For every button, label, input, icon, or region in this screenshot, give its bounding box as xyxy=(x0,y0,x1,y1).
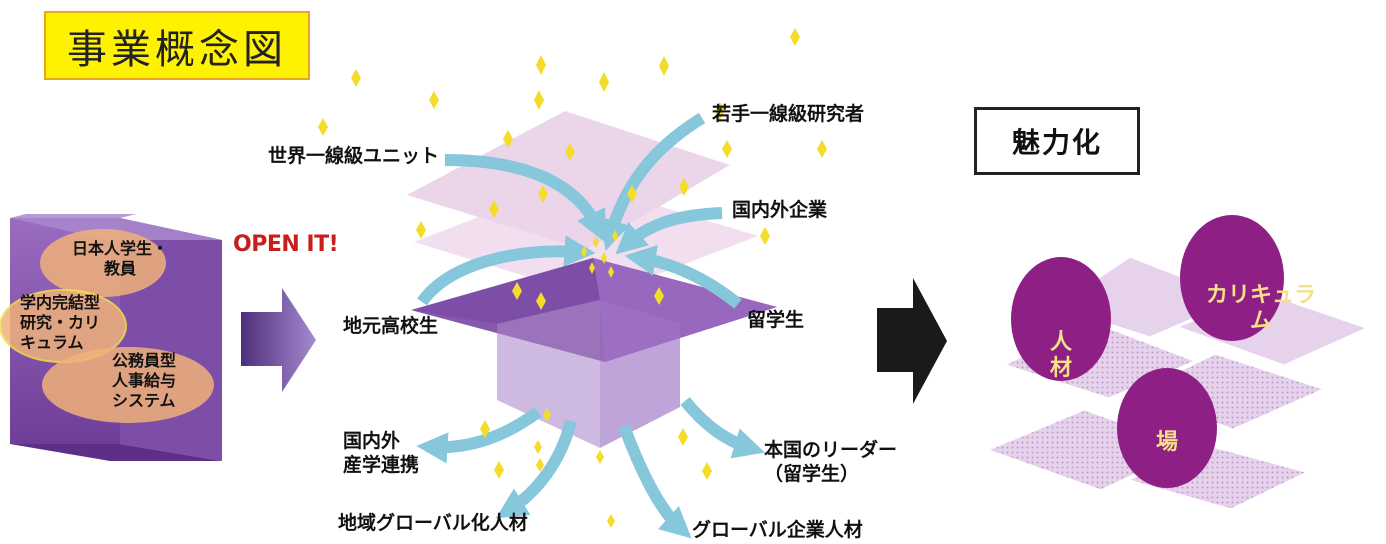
open-it-label: OPEN IT! xyxy=(233,232,339,257)
label-global-company: グローバル企業人材 xyxy=(692,519,863,541)
arrow-companies xyxy=(615,207,723,255)
arrow-industry xyxy=(416,407,542,464)
label-home-leaders-line1: 本国のリーダー xyxy=(764,439,898,461)
cube-label-curriculum-line2: 研究・カリ xyxy=(20,313,101,332)
circle-label-curriculum-line2: ム xyxy=(1250,309,1273,335)
label-local-high-school: 地元高校生 xyxy=(343,315,439,337)
label-industry-academia-line2: 産学連携 xyxy=(343,453,420,476)
sparkles xyxy=(318,28,827,528)
result-tiles xyxy=(981,215,1374,512)
circle-label-curriculum: カリキュラ ム xyxy=(1206,283,1316,336)
arrow-intl-students xyxy=(624,245,742,309)
cube-label-students-line1: 日本人学生・ xyxy=(72,239,169,258)
cube-label-system-line3: システム xyxy=(112,391,176,410)
label-industry-academia: 国内外 産学連携 xyxy=(343,430,419,478)
cube-label-system-line1: 公務員型 xyxy=(112,351,177,370)
circle-talent xyxy=(1011,257,1111,381)
oval-students xyxy=(40,229,166,297)
open-arrow xyxy=(241,288,316,392)
result-title: 魅力化 xyxy=(974,107,1140,175)
cube-label-curriculum-line1: 学内完結型 xyxy=(20,293,101,312)
label-home-leaders: 本国のリーダー （留学生） xyxy=(764,439,897,487)
circle-label-place: 場 xyxy=(1156,430,1179,455)
arrow-leaders xyxy=(680,397,765,459)
cube-label-system: 公務員型 人事給与 システム xyxy=(112,351,176,411)
result-arrow xyxy=(877,278,947,404)
oval-system xyxy=(42,347,214,423)
label-regional-talent: 地域グローバル化人材 xyxy=(338,512,528,534)
label-intl-students: 留学生 xyxy=(747,309,805,331)
arrow-global xyxy=(618,423,692,539)
circle-curriculum xyxy=(1180,215,1284,341)
label-home-leaders-line2: （留学生） xyxy=(764,462,860,485)
cube-label-curriculum-line3: キュラム xyxy=(20,333,84,352)
arrow-regional xyxy=(495,419,577,519)
flow-arrows xyxy=(416,112,765,539)
cube-label-system-line2: 人事給与 xyxy=(112,371,177,390)
cube-label-students: 日本人学生・ 教員 xyxy=(72,239,168,279)
circle-label-talent-line1: 人 xyxy=(1050,330,1073,355)
label-young-researchers: 若手一線級研究者 xyxy=(712,103,865,125)
label-companies: 国内外企業 xyxy=(732,199,828,221)
circle-place xyxy=(1117,368,1217,488)
circle-label-talent: 人 材 xyxy=(1050,330,1072,383)
page-title: 事業概念図 xyxy=(44,11,310,80)
circle-label-curriculum-line1: カリキュラ xyxy=(1206,283,1317,308)
cube-label-curriculum: 学内完結型 研究・カリ キュラム xyxy=(20,293,100,353)
label-world-unit: 世界一線級ユニット xyxy=(268,145,440,167)
cube-label-students-line2: 教員 xyxy=(104,259,137,278)
circle-label-talent-line2: 材 xyxy=(1050,356,1073,382)
closed-cube xyxy=(0,214,222,461)
arrow-world-unit xyxy=(444,154,606,243)
label-industry-academia-line1: 国内外 xyxy=(343,430,401,452)
arrow-local xyxy=(417,235,596,306)
arrow-young-researchers xyxy=(599,112,706,251)
